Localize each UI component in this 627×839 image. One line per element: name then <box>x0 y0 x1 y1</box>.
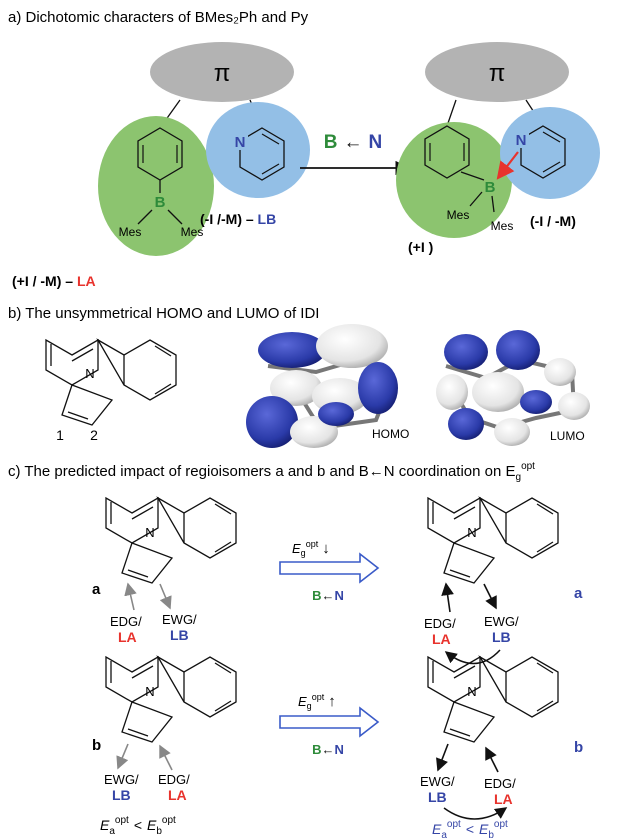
row-a-left-ewg: EWG/ <box>162 612 197 627</box>
row-b-left-ewg-arrow <box>116 743 129 770</box>
row-b-left-la: LA <box>168 787 187 803</box>
row-b-right-ewg: EWG/ <box>420 774 455 789</box>
row-a-right-ewg-arrow <box>483 583 497 610</box>
row-a-right-edg: EDG/ <box>424 616 456 631</box>
left-pyridine-effect: (-I /-M) – LB <box>200 211 276 227</box>
row-b-right-edg: EDG/ <box>484 776 516 791</box>
row-a-curved-arrow <box>444 649 501 665</box>
pi-label-left: π <box>214 60 231 87</box>
mes-label-right-1: Mes <box>447 208 470 222</box>
coordination-arrow: B←N <box>300 132 410 176</box>
row-a-right-nitrogen: N <box>467 525 476 540</box>
inequality-left: Eaopt<Ebopt <box>100 815 176 837</box>
boron-atom-left: B <box>155 194 166 211</box>
lumo-label: LUMO <box>550 429 585 443</box>
row-b-left-edg-arrow <box>159 744 173 771</box>
section-c-title: c) The predicted impact of regioisomers … <box>8 461 535 483</box>
pi-label-right: π <box>489 60 506 87</box>
row-b-open-arrow <box>279 706 380 738</box>
homo-orbital <box>246 324 398 448</box>
position-2: 2 <box>90 427 98 443</box>
idi-row-b-right <box>427 655 559 743</box>
nitrogen-atom-right: N <box>516 132 527 149</box>
row-a-left-la: LA <box>118 629 137 645</box>
row-b-right-la: LA <box>494 791 513 807</box>
mes-label-right-2: Mes <box>491 219 514 233</box>
row-a-left-edg-arrow <box>124 582 137 611</box>
blue-ellipse-left <box>206 102 310 198</box>
idi-row-b-left <box>105 655 237 743</box>
section-a-title: a) Dichotomic characters of BMes₂Ph and … <box>8 9 309 26</box>
row-b-right-label: b <box>574 739 583 756</box>
row-b-right-ewg-arrow <box>436 743 449 772</box>
row-b-left-edg: EDG/ <box>158 772 190 787</box>
row-a-eg-label: Egopt↓ <box>292 539 330 558</box>
row-a-left-ewg-arrow <box>159 583 172 610</box>
row-a-right-edg-arrow <box>441 582 454 613</box>
idi-nitrogen: N <box>85 366 94 381</box>
row-b-coordination: B←N <box>312 742 344 757</box>
dative-bond-arrow <box>496 151 519 180</box>
row-a-right-label: a <box>574 585 583 602</box>
panel-a-right: π B Mes Mes N (+I ) (-I / -M) <box>396 42 600 255</box>
row-a-coordination: B←N <box>312 588 344 603</box>
boron-atom-right: B <box>485 179 496 196</box>
right-phenyl-effect: (+I ) <box>408 239 433 255</box>
row-a-right-la: LA <box>432 631 451 647</box>
green-ellipse-left <box>98 116 214 256</box>
row-b-right-edg-arrow <box>485 746 499 773</box>
idi-row-a-left <box>105 496 237 584</box>
row-a-left-edg: EDG/ <box>110 614 142 629</box>
row-b-eg-label: Egopt↑ <box>298 692 336 711</box>
row-b-left-nitrogen: N <box>145 684 154 699</box>
left-phenyl-effect: (+I / -M) – LA <box>12 273 96 289</box>
row-b-left-ewg: EWG/ <box>104 772 139 787</box>
row-b-right-nitrogen: N <box>467 684 476 699</box>
idi-structure <box>45 338 177 426</box>
mes-label-left-2: Mes <box>181 225 204 239</box>
row-a-left-lb: LB <box>170 627 189 643</box>
row-a-left-nitrogen: N <box>145 525 154 540</box>
right-pyridine-effect: (-I / -M) <box>530 213 576 229</box>
coordination-label: B←N <box>324 132 382 153</box>
row-a-label: a <box>92 581 101 598</box>
pi-ellipse-left <box>150 42 294 102</box>
row-b-label: b <box>92 737 101 754</box>
homo-label: HOMO <box>372 427 409 441</box>
panel-a-left: π B Mes Mes N (+I / -M) – LA (-I /-M) – … <box>12 42 310 289</box>
position-1: 1 <box>56 427 64 443</box>
row-a-right-ewg: EWG/ <box>484 614 519 629</box>
blue-ellipse-right <box>500 107 600 199</box>
row-b-right-lb: LB <box>428 789 447 805</box>
pi-ellipse-right <box>425 42 569 102</box>
row-a-open-arrow <box>279 552 380 584</box>
inequality-right: Eaopt<Ebopt <box>432 819 508 839</box>
mes-label-left-1: Mes <box>119 225 142 239</box>
row-b-curved-arrow <box>443 807 508 820</box>
row-b-left-lb: LB <box>112 787 131 803</box>
idi-row-a-right <box>427 496 559 584</box>
section-b-title: b) The unsymmetrical HOMO and LUMO of ID… <box>8 305 319 322</box>
row-a-right-lb: LB <box>492 629 511 645</box>
nitrogen-atom-left: N <box>235 134 246 151</box>
lumo-orbital <box>436 330 590 446</box>
